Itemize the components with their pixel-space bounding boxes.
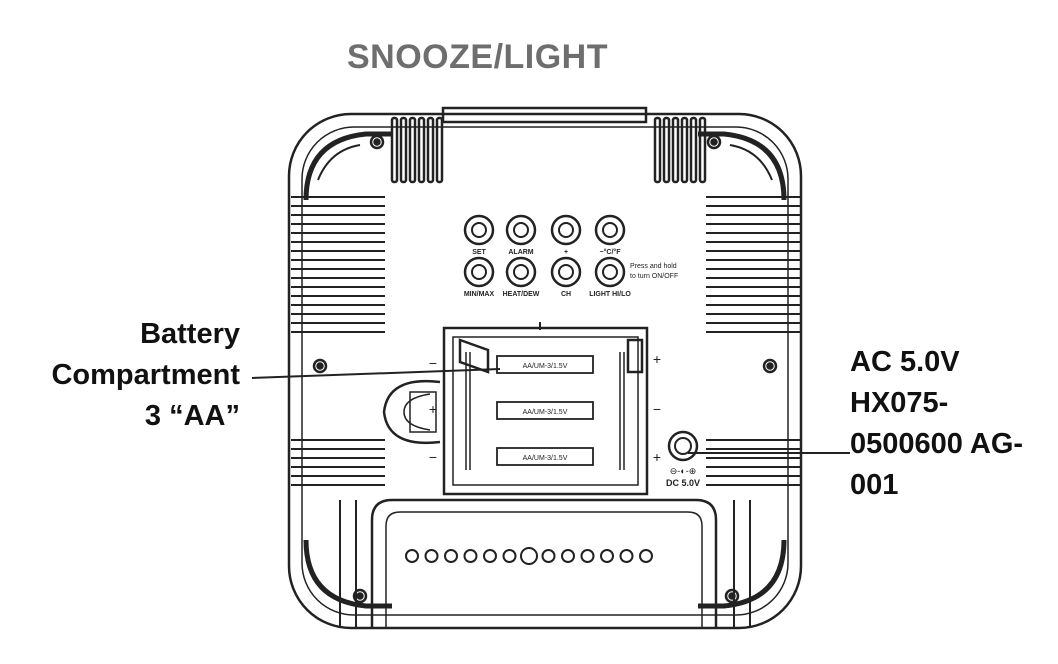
hint-line-2: to turn ON/OFF xyxy=(630,273,678,280)
grille-bar xyxy=(662,116,671,184)
ac-callout-line-3: 0500600 AG- xyxy=(850,428,1024,460)
button-row1-3[interactable] xyxy=(594,214,626,246)
bottom-hole xyxy=(520,547,538,565)
button-row1-1[interactable] xyxy=(505,214,537,246)
bottom-hole xyxy=(463,549,478,563)
bottom-holes xyxy=(405,547,653,565)
grille-bar xyxy=(689,116,698,184)
button-cap xyxy=(558,222,574,238)
grille-bar xyxy=(417,116,426,184)
battery-callout-line xyxy=(251,368,501,379)
ac-callout-line-1: AC 5.0V xyxy=(850,346,960,378)
grille-bar xyxy=(653,116,662,184)
polarity-left-3: − xyxy=(429,449,437,465)
button-row1-2[interactable] xyxy=(550,214,582,246)
dc-jack xyxy=(667,430,699,462)
bottom-hole xyxy=(424,549,439,563)
bottom-hole xyxy=(541,549,556,563)
button-label: −°C/°F xyxy=(600,248,622,256)
button-label: + xyxy=(564,249,568,256)
button-row2-3[interactable] xyxy=(594,256,626,288)
battery-compartment xyxy=(442,326,649,496)
bottom-hole xyxy=(444,549,458,563)
polarity-left-1: − xyxy=(429,355,437,371)
bottom-hole xyxy=(639,549,653,563)
bottom-hole xyxy=(580,549,595,563)
button-row2-1[interactable] xyxy=(505,256,537,288)
snooze-light-label: SNOOZE/LIGHT xyxy=(347,38,608,76)
battery-callout-line-3: 3 “AA” xyxy=(144,400,240,432)
grille-bar xyxy=(671,116,680,184)
button-cap xyxy=(513,264,529,280)
grille-bar xyxy=(680,116,689,184)
grille-bar xyxy=(408,116,417,184)
device-body-inner xyxy=(301,126,789,616)
polarity-marks: − + − + − + xyxy=(429,351,661,465)
polarity-left-2: + xyxy=(429,401,437,417)
battery-callout-line-1: Battery xyxy=(140,318,240,350)
ac-callout-line-2: HX075- xyxy=(850,387,949,419)
battery-cell-labels: AA/UM-3/1.5V AA/UM-3/1.5V AA/UM-3/1.5V xyxy=(523,363,568,462)
grille-bar xyxy=(399,116,408,184)
device-body-outer xyxy=(287,112,803,630)
button-row2-2[interactable] xyxy=(550,256,582,288)
button-cap xyxy=(602,222,618,238)
battery-cell-label-1: AA/UM-3/1.5V xyxy=(523,363,568,370)
button-panel: SET ALARM + −°C/°F MIN/MAX HEAT/DEW CH LIGHT HI… xyxy=(463,214,631,298)
hint-line-1: Press and hold xyxy=(630,263,677,270)
button-cap xyxy=(471,222,487,238)
bottom-hole xyxy=(561,549,575,563)
battery-latch xyxy=(382,379,441,445)
battery-cell-label-3: AA/UM-3/1.5V xyxy=(523,455,568,462)
bottom-hole xyxy=(502,549,517,563)
grille-bar xyxy=(390,116,399,184)
button-label: LIGHT HI/LO xyxy=(589,291,631,298)
battery-callout-line-2: Compartment xyxy=(51,359,240,391)
polarity-right-2: − xyxy=(653,401,661,417)
stand xyxy=(370,498,718,628)
dc-symbol: ⊖-◐-⊕ xyxy=(670,466,697,476)
button-cap xyxy=(602,264,618,280)
grille-bar xyxy=(435,116,444,184)
button-label: MIN/MAX xyxy=(464,291,495,298)
grille-bar xyxy=(698,116,707,184)
dc-label: DC 5.0V xyxy=(666,478,700,488)
ac-adapter-callout: AC 5.0V HX075- 0500600 AG- 001 xyxy=(850,342,1023,506)
side-vents xyxy=(291,196,800,486)
top-grilles xyxy=(390,116,707,184)
button-label: CH xyxy=(561,291,571,298)
bottom-hole xyxy=(600,549,614,563)
bottom-hole xyxy=(619,549,634,563)
button-cap xyxy=(558,264,574,280)
grille-bar xyxy=(426,116,435,184)
battery-cell-label-2: AA/UM-3/1.5V xyxy=(523,409,568,416)
ac-callout-line-4: 001 xyxy=(850,469,899,501)
button-cap xyxy=(513,222,529,238)
battery-compartment-callout: Battery Compartment 3 “AA” xyxy=(51,314,240,437)
button-label: ALARM xyxy=(508,249,533,256)
button-label: SET xyxy=(472,249,486,256)
polarity-right-1: + xyxy=(653,351,661,367)
button-label: HEAT/DEW xyxy=(503,291,540,298)
bottom-hole xyxy=(483,549,497,563)
button-row1-0[interactable] xyxy=(463,214,495,246)
button-row2-0[interactable] xyxy=(463,256,495,288)
bottom-hole xyxy=(405,549,419,563)
button-cap xyxy=(471,264,487,280)
polarity-right-3: + xyxy=(653,449,661,465)
